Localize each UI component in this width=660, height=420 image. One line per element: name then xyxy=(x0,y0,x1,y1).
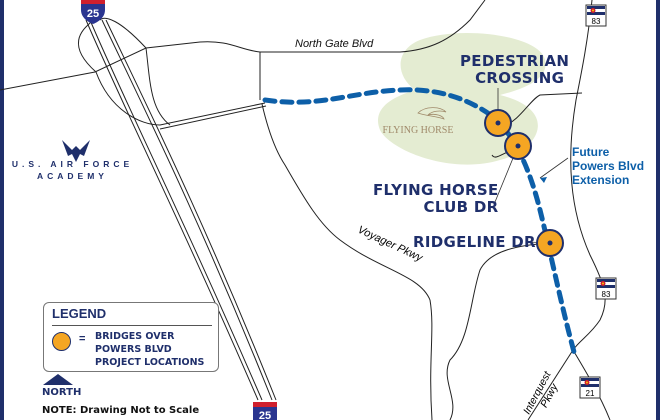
label-line: Future xyxy=(572,145,610,159)
legend-equals: = xyxy=(79,333,86,345)
pedestrian-crossing-label: PEDESTRIAN CROSSING xyxy=(460,53,569,87)
north-arrow-icon xyxy=(43,374,73,385)
north-label: NORTH xyxy=(42,387,82,398)
state-highway-83-shield-icon: 83 xyxy=(595,277,617,300)
interstate-25-road xyxy=(0,0,611,420)
label-line: Extension xyxy=(572,173,630,187)
label-line: CROSSING xyxy=(475,69,565,87)
air-force-logo-icon xyxy=(62,140,90,162)
label-line: ACADEMY xyxy=(37,171,108,181)
left-border xyxy=(0,0,4,420)
north-gate-blvd-label: North Gate Blvd xyxy=(295,38,374,50)
legend-line: POWERS BLVD xyxy=(95,344,172,355)
flying-horse-logo-icon xyxy=(417,107,447,120)
svg-text:83: 83 xyxy=(592,17,601,26)
label-line: PEDESTRIAN xyxy=(460,52,570,70)
bridge-pedestrian-crossing[interactable] xyxy=(484,109,512,137)
arrow-icon xyxy=(540,177,547,183)
label-line: CLUB DR xyxy=(423,198,499,216)
legend-line: BRIDGES OVER xyxy=(95,331,175,342)
flying-horse-logo-text: FLYING HORSE xyxy=(383,125,454,136)
bridge-marker-icon xyxy=(52,332,71,351)
legend-description: BRIDGES OVER POWERS BLVD PROJECT LOCATIO… xyxy=(95,330,204,369)
interstate-shield-icon: 25 xyxy=(253,402,277,420)
label-line: FLYING HORSE xyxy=(373,181,499,199)
svg-text:25: 25 xyxy=(259,410,271,420)
bridge-ridgeline-dr[interactable] xyxy=(536,229,564,257)
legend-divider xyxy=(52,325,212,326)
state-highway-21-shield-icon: 21 xyxy=(579,376,601,399)
flying-horse-club-dr-label: FLYING HORSE CLUB DR xyxy=(373,182,499,216)
label-line: Powers Blvd xyxy=(572,159,645,173)
legend-line: PROJECT LOCATIONS xyxy=(95,357,205,368)
air-force-academy-label: U.S. AIR FORCE ACADEMY xyxy=(10,158,135,182)
right-border xyxy=(656,0,660,420)
label-line: U.S. AIR FORCE xyxy=(11,159,134,169)
interquest-pkwy-label: InterquestPkwy xyxy=(521,369,565,420)
svg-text:83: 83 xyxy=(602,290,611,299)
bridge-flying-horse-club-dr[interactable] xyxy=(504,132,532,160)
state-highway-83-shield-icon: 83 xyxy=(585,4,607,27)
ridgeline-dr-label: RIDGELINE DR xyxy=(413,233,536,251)
svg-text:25: 25 xyxy=(87,8,99,20)
legend: LEGEND = BRIDGES OVER POWERS BLVD PROJEC… xyxy=(43,302,219,372)
svg-text:21: 21 xyxy=(586,389,595,398)
interstate-shield-icon: 25 xyxy=(81,0,105,24)
legend-title: LEGEND xyxy=(52,306,107,321)
scale-note: NOTE: Drawing Not to Scale xyxy=(42,405,200,416)
future-powers-blvd-label: Future Powers Blvd Extension xyxy=(572,145,644,187)
